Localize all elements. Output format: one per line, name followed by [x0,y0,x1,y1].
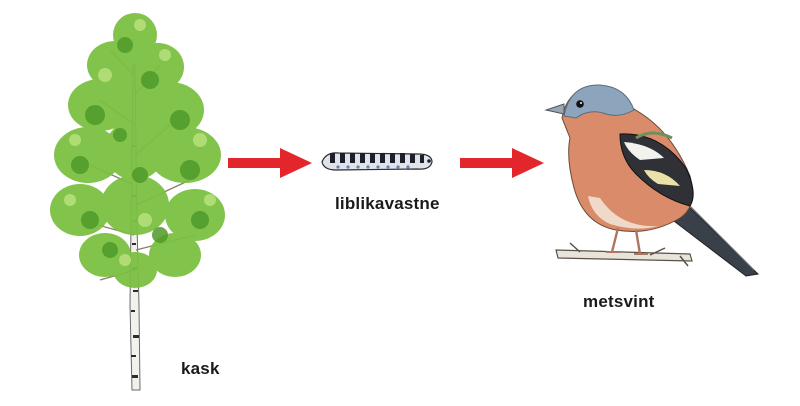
caterpillar-icon [321,152,433,171]
organism-label-liblikavastne: liblikavastne [335,194,440,213]
chaffinch-bird-icon [544,84,760,277]
birch-tree-icon [50,13,225,391]
arrow-right-icon [460,148,544,178]
arrow-right-icon [228,148,312,178]
organism-label-metsvint: metsvint [583,292,655,311]
organism-label-kask: kask [181,359,220,378]
